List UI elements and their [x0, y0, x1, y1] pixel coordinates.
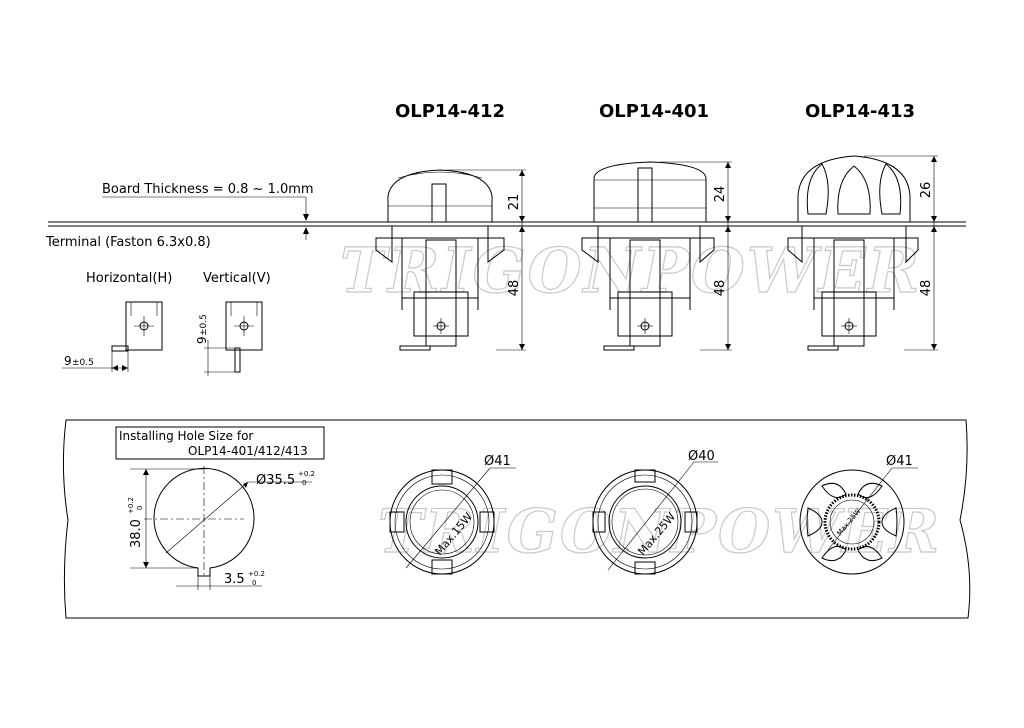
terminal-label: Terminal (Faston 6.3x0.8) — [45, 235, 211, 250]
hole-dia-tol-bot: 0 — [302, 479, 306, 487]
terminal-h-tol: ±0.5 — [72, 358, 94, 368]
dim-412-top: 21 — [507, 194, 522, 211]
terminal-v-dim: 9 — [195, 336, 209, 344]
hole-height: 38.0 — [129, 519, 144, 548]
watermark-bottom: TRIGONPOWER — [378, 497, 941, 567]
installing-line2: OLP14-401/412/413 — [188, 444, 308, 458]
top-413-diameter: Ø41 — [886, 454, 913, 469]
model-title-401: OLP14-401 — [599, 101, 709, 122]
slot-tol-bot: 0 — [252, 579, 256, 587]
hole-diameter: Ø35.5 — [256, 473, 295, 488]
side-view-401 — [581, 161, 732, 351]
lower-panel-frame — [62, 419, 971, 619]
terminal-horizontal-drawing — [62, 301, 163, 372]
dim-401-bottom: 48 — [713, 280, 728, 297]
hole-height-tol-bot: 0 — [136, 506, 144, 510]
vertical-label: Vertical(V) — [203, 271, 271, 286]
side-view-413 — [787, 155, 938, 351]
installing-line1: Installing Hole Size for — [119, 429, 253, 443]
board-line — [48, 221, 966, 227]
side-view-412 — [375, 169, 526, 351]
slot-tol-top: +0.2 — [248, 570, 265, 578]
slot-width: 3.5 — [224, 572, 245, 587]
terminal-h-dim: 9 — [64, 354, 72, 368]
top-view-412 — [389, 467, 516, 575]
installing-hole-box — [115, 426, 325, 460]
dim-413-top: 26 — [919, 182, 934, 199]
top-view-413 — [799, 467, 918, 575]
top-view-401 — [592, 461, 718, 575]
terminal-vertical-drawing — [204, 301, 263, 376]
terminal-v-tol: ±0.5 — [199, 314, 209, 336]
board-thickness-callout: Board Thickness = 0.8 ~ 1.0mm — [102, 182, 314, 240]
hole-dia-tol-top: +0.2 — [298, 470, 315, 478]
horizontal-label: Horizontal(H) — [86, 271, 172, 286]
model-title-413: OLP14-413 — [805, 101, 915, 122]
model-title-412: OLP14-412 — [395, 101, 505, 122]
installing-hole-drawing — [130, 466, 312, 590]
dim-413-bottom: 48 — [919, 280, 934, 297]
top-412-diameter: Ø41 — [484, 454, 511, 469]
dim-412-bottom: 48 — [507, 280, 522, 297]
hole-height-tol-top: +0.2 — [127, 497, 135, 514]
dim-401-top: 24 — [713, 186, 728, 203]
top-401-diameter: Ø40 — [688, 449, 715, 464]
board-thickness-label: Board Thickness = 0.8 ~ 1.0mm — [102, 182, 314, 197]
